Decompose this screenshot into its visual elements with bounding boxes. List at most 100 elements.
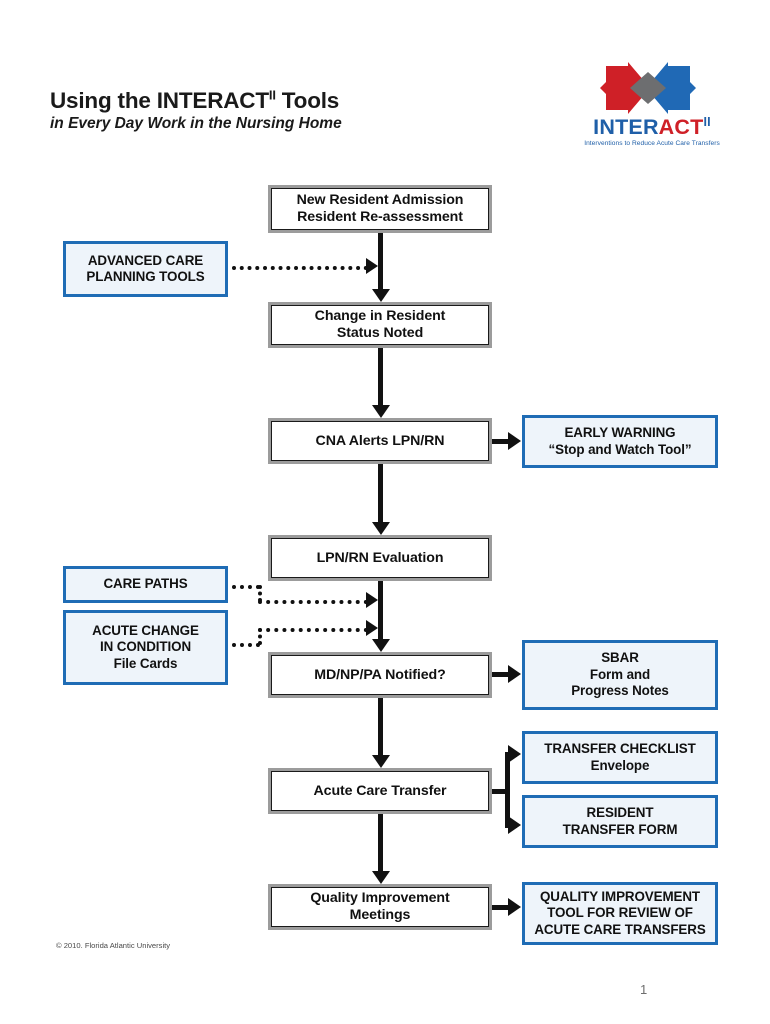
tool-label: TRANSFER CHECKLIST Envelope: [544, 741, 696, 774]
tool-label: RESIDENT TRANSFER FORM: [563, 805, 678, 838]
tool-transfer-checklist[interactable]: TRANSFER CHECKLIST Envelope: [522, 731, 718, 784]
connector-line-step2-step3: [378, 348, 383, 405]
tool-label-line2: TRANSFER FORM: [562, 821, 678, 837]
connector-arrow-cna-to-early-warning: [508, 432, 521, 450]
connector-arrow-step1-step2: [372, 289, 390, 302]
dotted-arrow-care-paths: [366, 592, 378, 608]
tool-label-line2: Form and: [589, 666, 651, 682]
flow-step-line1: Change in Resident: [314, 308, 446, 325]
logo-word-inter: INTER: [593, 115, 659, 140]
tool-label-line3: ACUTE CARE TRANSFERS: [534, 921, 706, 937]
flow-step-change-in-resident-status[interactable]: Change in Resident Status Noted: [268, 302, 492, 348]
tool-label-line1: QUALITY IMPROVEMENT: [539, 888, 701, 904]
page-title: Using the INTERACTII Tools in Every Day …: [50, 88, 342, 133]
connector-line-step1-step2: [378, 233, 383, 289]
flow-step-acute-care-transfer[interactable]: Acute Care Transfer: [268, 768, 492, 814]
tool-label-line1: RESIDENT: [586, 805, 654, 821]
tool-label: ACUTE CHANGE IN CONDITION File Cards: [92, 623, 199, 672]
connector-arrow-step2-step3: [372, 405, 390, 418]
connector-line-step3-step4: [378, 464, 383, 522]
tool-early-warning[interactable]: EARLY WARNING “Stop and Watch Tool”: [522, 415, 718, 468]
title-main-superscript: II: [268, 87, 276, 103]
connector-arrow-qim-to-qitool: [508, 898, 521, 916]
interact-logo: INTERACTII Interventions to Reduce Acute…: [568, 62, 736, 158]
tool-label-line1: EARLY WARNING: [564, 425, 676, 441]
tool-quality-improvement[interactable]: QUALITY IMPROVEMENT TOOL FOR REVIEW OF A…: [522, 882, 718, 945]
dotted-connector-acute-change-run: [258, 628, 368, 632]
flow-step-line1: Quality Improvement: [310, 890, 450, 907]
flow-step-label: Change in Resident Status Noted: [315, 308, 446, 342]
connector-line-step5-step6: [378, 698, 383, 755]
dotted-arrow-acute-change: [366, 620, 378, 636]
connector-arrow-step5-step6: [372, 755, 390, 768]
flow-step-line2: Resident Re-assessment: [297, 209, 463, 225]
dotted-connector-care-paths-stub: [232, 585, 260, 589]
flow-step-line1: New Resident Admission: [296, 192, 464, 209]
dotted-arrow-advanced-care: [366, 258, 378, 274]
tool-care-paths[interactable]: CARE PATHS: [63, 566, 228, 603]
connector-line-md-to-sbar: [492, 672, 512, 677]
connector-arrow-resident-transfer-form: [508, 816, 521, 834]
connector-arrow-step3-step4: [372, 522, 390, 535]
title-main-tail: Tools: [275, 88, 340, 113]
tool-label-line1: SBAR: [601, 650, 639, 666]
tool-label: EARLY WARNING “Stop and Watch Tool”: [549, 425, 692, 458]
tool-label: QUALITY IMPROVEMENT TOOL FOR REVIEW OF A…: [534, 889, 705, 938]
flow-step-cna-alerts[interactable]: CNA Alerts LPN/RN: [268, 418, 492, 464]
flow-step-lpn-rn-evaluation[interactable]: LPN/RN Evaluation: [268, 535, 492, 581]
tool-label-line3: File Cards: [113, 655, 178, 671]
dotted-connector-advanced-care: [232, 266, 368, 270]
tool-advanced-care-planning[interactable]: ADVANCED CARE PLANNING TOOLS: [63, 241, 228, 297]
flow-step-new-resident-admission[interactable]: New Resident Admission Resident Re-asses…: [268, 185, 492, 233]
connector-line-transfer-branch-stub: [492, 789, 510, 794]
tool-label-line1: ACUTE CHANGE: [92, 622, 199, 638]
tool-label-line1: TRANSFER CHECKLIST: [544, 741, 696, 757]
copyright-text: © 2010. Florida Atlantic University: [56, 941, 171, 950]
flow-step-quality-improvement-meetings[interactable]: Quality Improvement Meetings: [268, 884, 492, 930]
connector-arrow-transfer-checklist: [508, 745, 521, 763]
page-number: 1: [640, 982, 648, 997]
title-subtitle: in Every Day Work in the Nursing Home: [50, 115, 342, 133]
title-main-text: Using the INTERACT: [50, 88, 269, 113]
tool-label-line2: TOOL FOR REVIEW OF: [547, 905, 693, 921]
flow-step-label: Quality Improvement Meetings: [310, 890, 449, 924]
connector-arrow-md-to-sbar: [508, 665, 521, 683]
flow-step-label: Acute Care Transfer: [313, 782, 447, 799]
tool-label: CARE PATHS: [103, 576, 188, 592]
dotted-connector-care-paths-drop: [258, 585, 262, 602]
connector-arrow-step4-step5: [372, 639, 390, 652]
tool-label: ADVANCED CARE PLANNING TOOLS: [86, 253, 204, 286]
connector-arrow-step6-step7: [372, 871, 390, 884]
tool-label-line3: Progress Notes: [571, 683, 669, 699]
tool-label-line1: ADVANCED CARE: [87, 252, 204, 268]
interact-logo-mark-icon: [600, 62, 696, 114]
tool-label-line2: PLANNING TOOLS: [86, 269, 205, 284]
title-main-line: Using the INTERACTII Tools: [50, 88, 342, 113]
logo-word-act: ACT: [658, 115, 704, 140]
dotted-connector-acute-change-stub: [232, 643, 260, 647]
dotted-connector-care-paths-run: [258, 600, 368, 604]
tool-sbar[interactable]: SBAR Form and Progress Notes: [522, 640, 718, 710]
connector-line-qim-to-qitool: [492, 905, 512, 910]
flow-step-line2: Meetings: [349, 907, 411, 923]
flow-step-line2: Status Noted: [336, 325, 424, 341]
connector-line-step6-step7: [378, 814, 383, 871]
tool-label-line2: Envelope: [590, 757, 650, 773]
tool-label-line2: “Stop and Watch Tool”: [548, 441, 692, 457]
tool-resident-transfer-form[interactable]: RESIDENT TRANSFER FORM: [522, 795, 718, 848]
flow-step-label: New Resident Admission Resident Re-asses…: [297, 192, 464, 226]
logo-word-superscript: II: [703, 115, 711, 129]
interact-logo-tagline: Interventions to Reduce Acute Care Trans…: [584, 140, 720, 147]
flow-step-md-np-pa-notified[interactable]: MD/NP/PA Notified?: [268, 652, 492, 698]
flow-step-label: CNA Alerts LPN/RN: [315, 432, 445, 449]
tool-label-line2: IN CONDITION: [99, 639, 192, 655]
flow-step-label: LPN/RN Evaluation: [316, 549, 444, 566]
tool-acute-change-in-condition[interactable]: ACUTE CHANGE IN CONDITION File Cards: [63, 610, 228, 685]
connector-line-step4-step5: [378, 581, 383, 639]
flow-step-label: MD/NP/PA Notified?: [314, 666, 446, 683]
connector-line-cna-to-early-warning: [492, 439, 512, 444]
connector-line-transfer-branch-spine: [505, 752, 510, 828]
tool-label: SBAR Form and Progress Notes: [571, 650, 669, 699]
interact-logo-wordmark: INTERACTII: [568, 116, 736, 139]
